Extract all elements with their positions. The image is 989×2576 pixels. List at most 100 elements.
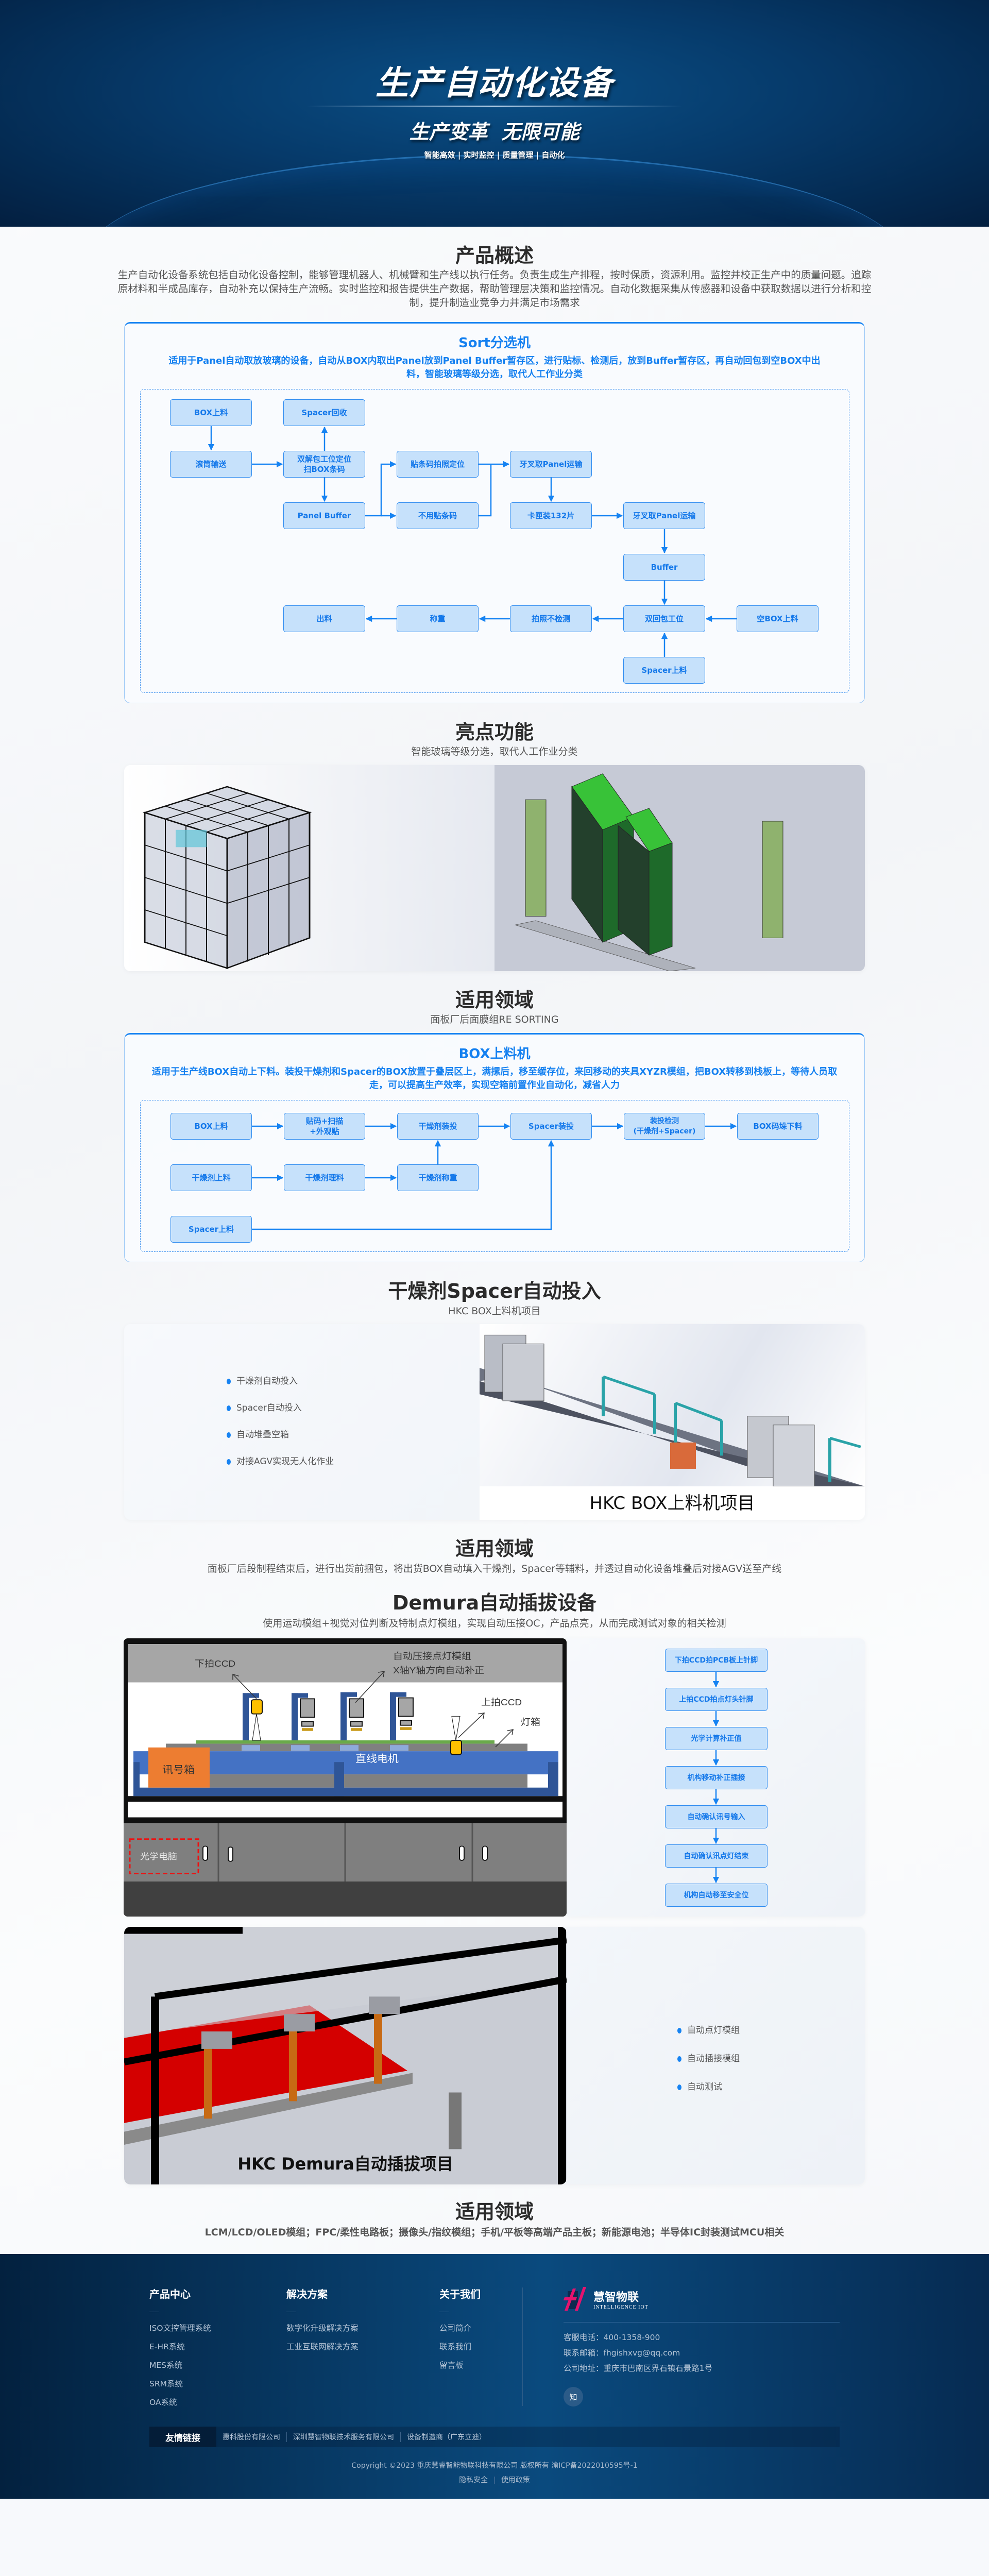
label-module-line1: 自动压接点灯模组 [393,1651,471,1661]
footer-heading-about: 关于我们 [439,2288,481,2300]
footer-logo: 慧智物联 INTELLIGENCE IOT [564,2286,649,2312]
flow-node: 拍照不检测 [510,605,592,632]
hero-tags: 智能高效 | 实时监控 | 质量管理 | 自动化 [424,150,565,160]
feature-item: 干燥剂自动投入 [227,1376,298,1387]
bullet-dot-icon [677,2027,681,2033]
label-signal-box: 讯号箱 [162,1764,195,1775]
flow-node: 机构自动移至安全位 [665,1884,768,1907]
bottom-links: 隐私安全 | 使用政策 [0,2475,989,2485]
flow-node: BOX上料 [170,399,252,426]
sorter-render-image [494,765,865,971]
flow-node: 自动确认讯号输入 [665,1805,768,1828]
feature-item: 对接AGV实现无人化作业 [227,1456,334,1467]
desiccant-image-caption: HKC BOX上料机项目 [589,1493,755,1514]
field2-title: 适用领域 [455,1537,534,1560]
feature-item: 自动测试 [677,2081,722,2093]
zhihu-icon[interactable]: 知 [564,2387,583,2406]
footer-link[interactable]: 数字化升级解决方案 [286,2324,359,2333]
flow-node: 双解包工位定位 扫BOX条码 [283,451,365,478]
logo-h-icon [564,2287,586,2311]
highlights-title: 亮点功能 [455,721,534,743]
demura-subtitle: 使用运动模组+视觉对位判断及特制点灯模组，实现自动压接OC，产品点亮，从而完成测… [263,1618,726,1629]
label-module-line2: X轴Y轴方向自动补正 [393,1666,484,1675]
logo-name: 慧智物联 [593,2291,639,2304]
flow-node: BOX上料 [170,1113,252,1140]
footer-link[interactable]: SRM系统 [149,2379,183,2388]
flow-node: 贴码+扫描 +外观贴 [284,1113,365,1140]
footer-heading-solutions: 解决方案 [286,2288,328,2300]
flow-node: 滚筒输送 [170,451,252,478]
label-up-ccd: 上拍CCD [481,1698,522,1707]
box-loader-connectors [252,1123,737,1230]
hero-divider [306,106,683,107]
feature-item: 自动插接模组 [677,2053,740,2064]
demura-title: Demura自动插拔设备 [392,1591,597,1614]
friend-link[interactable]: 惠科股份有限公司 [216,2432,287,2442]
privacy-link[interactable]: 隐私安全 [459,2476,488,2484]
field2-subtitle: 面板厂后段制程结束后，进行出货前捆包，将出货BOX自动填入干燥剂，Spacer等… [207,1563,782,1574]
flow-node: Spacer上料 [623,657,705,684]
page: 生产自动化设备 生产变革 无限可能 智能高效 | 实时监控 | 质量管理 | 自… [0,0,989,2499]
flow-node: 上拍CCD拍点灯头针脚 [665,1688,768,1711]
label-down-ccd: 下拍CCD [195,1659,235,1669]
flow-node: Panel Buffer [283,502,365,529]
flow-node: 称重 [397,605,479,632]
flow-node: 装投检测 (干燥剂+Spacer) [624,1113,705,1140]
footer-heading-products: 产品中心 [149,2288,191,2300]
flow-node: 干燥剂装投 [397,1113,479,1140]
overview-title: 产品概述 [455,244,534,267]
bullet-dot-icon [677,2056,681,2062]
copyright: Copyright ©2023 重庆慧睿智能物联科技有限公司 版权所有 渝ICP… [351,2462,638,2470]
flow-node: 自动确认讯点灯结束 [665,1844,768,1868]
flow-node: 干燥剂称重 [397,1164,479,1191]
footer-link[interactable]: OA系统 [149,2398,177,2407]
sort-desc: 适用于Panel自动取放玻璃的设备，自动从BOX内取出Panel放到Panel … [168,355,821,380]
footer-link[interactable]: ISO文控管理系统 [149,2324,211,2333]
footer-link[interactable]: E-HR系统 [149,2342,185,2351]
footer-email[interactable]: 联系邮箱：fhgishxvg@qq.com [564,2348,680,2358]
flow-node: 机构移动补正插接 [665,1766,768,1789]
footer-link[interactable]: 公司简介 [439,2324,472,2333]
flow-node: Spacer上料 [170,1216,252,1243]
footer-link[interactable]: 联系我们 [439,2342,472,2351]
overview-text: 生产自动化设备系统包括自动化设备控制，能够管理机器人、机械臂和生产线以执行任务。… [117,269,872,309]
bullet-dot-icon [227,1432,231,1438]
feature-item: 自动堆叠空箱 [227,1429,289,1440]
label-linear-motor: 直线电机 [355,1753,399,1765]
footer: 产品中心 ISO文控管理系统 E-HR系统 MES系统 SRM系统 OA系统 解… [0,2254,989,2499]
field1-subtitle: 面板厂后面膜组RE SORTING [430,1014,559,1025]
friend-links-bar: 友情链接 惠科股份有限公司 深圳慧智物联技术服务有限公司 设备制造商（广东立迪） [149,2427,840,2447]
flow-node: 光学计算补正值 [665,1727,768,1750]
box-loader-title: BOX上料机 [458,1046,531,1062]
footer-divider [564,2322,840,2323]
demura-schematic: 下拍CCD 自动压接点灯模组 X轴Y轴方向自动补正 上拍CCD 灯箱 讯号箱 直… [124,1638,567,1917]
policy-link[interactable]: 使用政策 [501,2476,530,2484]
arrow [365,461,397,517]
hero-title: 生产自动化设备 [376,64,613,103]
bullet-dot-icon [227,1405,231,1411]
footer-link[interactable]: 工业互联网解决方案 [286,2342,359,2351]
footer-address: 公司地址：重庆市巴南区界石镇石景路1号 [564,2364,712,2373]
sort-diagram-connectors [208,426,737,657]
bullet-dot-icon [227,1378,231,1384]
friend-link[interactable]: 设备制造商（广东立迪） [407,2433,486,2442]
hero-banner: 生产自动化设备 生产变革 无限可能 智能高效 | 实时监控 | 质量管理 | 自… [0,0,989,227]
sort-card [124,322,865,703]
hero-arc-decoration [82,155,907,227]
flow-node: Spacer回收 [283,399,365,426]
desiccant-title: 干燥剂Spacer自动投入 [388,1280,601,1302]
flow-node: 出料 [283,605,365,632]
flow-node: 空BOX上料 [737,605,819,632]
box-loader-diagram-frame [140,1100,849,1252]
feature-item: Spacer自动投入 [227,1402,302,1414]
flow-node: 不用贴条码 [397,502,479,529]
sort-diagram-frame [140,389,849,693]
field1-title: 适用领域 [455,989,534,1011]
friend-link[interactable]: 深圳慧智物联技术服务有限公司 [287,2432,401,2442]
footer-link[interactable]: 留言板 [439,2361,464,2370]
footer-link[interactable]: MES系统 [149,2361,183,2370]
footer-phone: 客服电话：400-1358-900 [564,2333,660,2342]
logo-tagline: INTELLIGENCE IOT [593,2304,649,2310]
flow-node: Buffer [623,554,705,581]
flow-node: 贴条码拍照定位 [397,451,479,478]
